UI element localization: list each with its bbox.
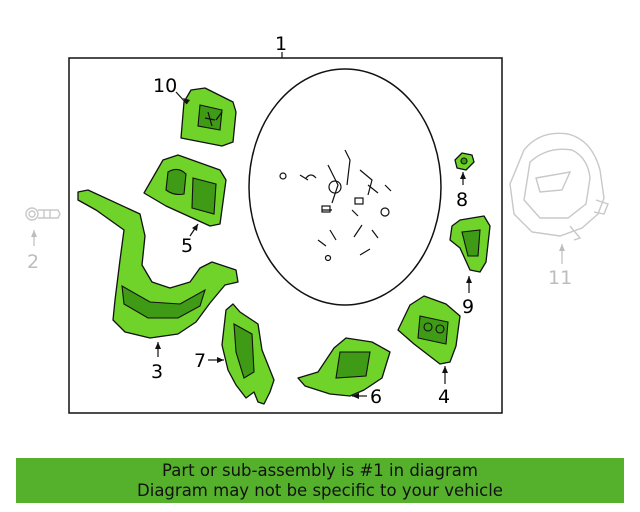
- banner-line-2: Diagram may not be specific to your vehi…: [137, 481, 503, 500]
- switch-panel-part-6[interactable]: [297, 337, 391, 397]
- lower-trim-part-7[interactable]: [221, 303, 275, 405]
- parts-diagram: 1 10 5 3 7: [25, 33, 609, 414]
- switch-cover-part-10[interactable]: [180, 87, 237, 147]
- button-part-8[interactable]: [454, 152, 475, 171]
- callout-1[interactable]: 1: [275, 33, 287, 55]
- assembly-frame: [68, 57, 503, 414]
- callout-6[interactable]: 6: [370, 386, 382, 408]
- screw-part-2[interactable]: [25, 207, 61, 221]
- callout-11[interactable]: 11: [548, 267, 572, 289]
- callout-8[interactable]: 8: [456, 189, 468, 211]
- callout-3[interactable]: 3: [151, 361, 163, 383]
- steering-wheel-outline: [248, 68, 442, 306]
- lower-cover-part-3[interactable]: [77, 189, 239, 339]
- info-banner: Part or sub-assembly is #1 in diagram Di…: [16, 458, 624, 503]
- banner-line-1: Part or sub-assembly is #1 in diagram: [162, 461, 478, 480]
- callout-5[interactable]: 5: [181, 235, 193, 257]
- switch-bezel-part-5[interactable]: [143, 154, 227, 227]
- callout-2[interactable]: 2: [27, 251, 39, 273]
- airbag-part-11[interactable]: [509, 132, 609, 241]
- switch-module-part-4[interactable]: [397, 295, 461, 365]
- callout-7[interactable]: 7: [194, 350, 206, 372]
- paddle-switch-part-9[interactable]: [449, 215, 491, 273]
- callout-9[interactable]: 9: [462, 296, 474, 318]
- callout-10[interactable]: 10: [153, 75, 177, 97]
- callout-4[interactable]: 4: [438, 386, 450, 408]
